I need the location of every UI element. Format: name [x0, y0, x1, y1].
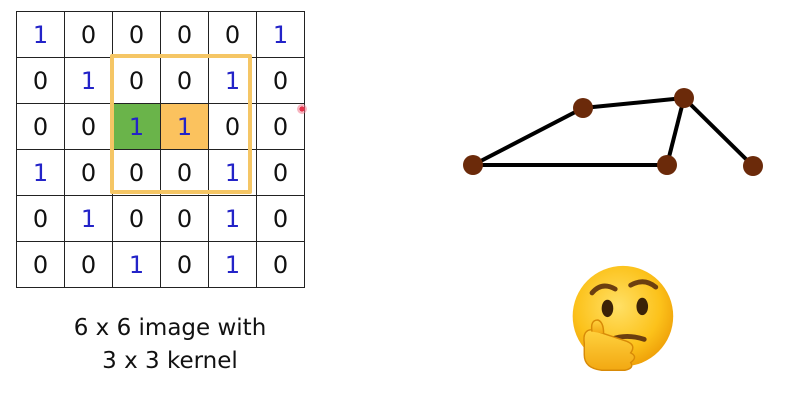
- graph-edge: [665, 97, 686, 166]
- grid-cell: 0: [209, 104, 257, 150]
- grid-cell: 1: [209, 196, 257, 242]
- grid-cell: 0: [257, 150, 305, 196]
- grid-cell: 0: [209, 12, 257, 58]
- grid-cell: 0: [17, 242, 65, 288]
- grid-cell: 0: [257, 196, 305, 242]
- grid-cell: 0: [65, 104, 113, 150]
- grid-cell: 0: [17, 196, 65, 242]
- grid-cell: 1: [113, 242, 161, 288]
- grid-cell: 1: [17, 150, 65, 196]
- grid-cell: 1: [209, 242, 257, 288]
- grid-cell: 0: [17, 104, 65, 150]
- graph-node: [743, 156, 763, 176]
- grid-cell: 0: [113, 58, 161, 104]
- graph-diagram: [463, 88, 763, 176]
- graph-node: [657, 155, 677, 175]
- graph-edge: [472, 106, 584, 167]
- grid-cell: 0: [113, 196, 161, 242]
- grid-cell: 1: [65, 196, 113, 242]
- graph-node: [573, 98, 593, 118]
- grid-cell: 0: [257, 58, 305, 104]
- graph-node: [674, 88, 694, 108]
- grid-caption: 6 x 6 image with 3 x 3 kernel: [40, 312, 300, 378]
- grid-cell: 0: [161, 196, 209, 242]
- caption-line-2: 3 x 3 kernel: [102, 348, 238, 374]
- grid-cell: 1: [161, 104, 209, 150]
- grid-cell: 0: [65, 150, 113, 196]
- grid-cell: 1: [209, 150, 257, 196]
- grid-cell: 1: [257, 12, 305, 58]
- thinking-face-icon: [572, 265, 674, 371]
- grid-cell: 0: [161, 242, 209, 288]
- grid-cell: 0: [17, 58, 65, 104]
- grid-cell: 1: [209, 58, 257, 104]
- grid-cell: 0: [161, 12, 209, 58]
- grid-cell: 0: [113, 12, 161, 58]
- grid-cell: 1: [113, 104, 161, 150]
- grid-cell: 1: [17, 12, 65, 58]
- grid-cell: 0: [161, 58, 209, 104]
- grid-cell: 0: [113, 150, 161, 196]
- grid-cell: 0: [161, 150, 209, 196]
- grid-cell: 0: [257, 242, 305, 288]
- caption-line-1: 6 x 6 image with: [73, 315, 267, 341]
- grid-cell: 0: [257, 104, 305, 150]
- graph-node: [463, 155, 483, 175]
- cursor-pointer-icon: [297, 104, 307, 114]
- grid-cell: 1: [65, 58, 113, 104]
- grid-cell: 0: [65, 12, 113, 58]
- graph-edge: [682, 96, 755, 168]
- grid-cell: 0: [65, 242, 113, 288]
- graph-edge: [582, 96, 685, 110]
